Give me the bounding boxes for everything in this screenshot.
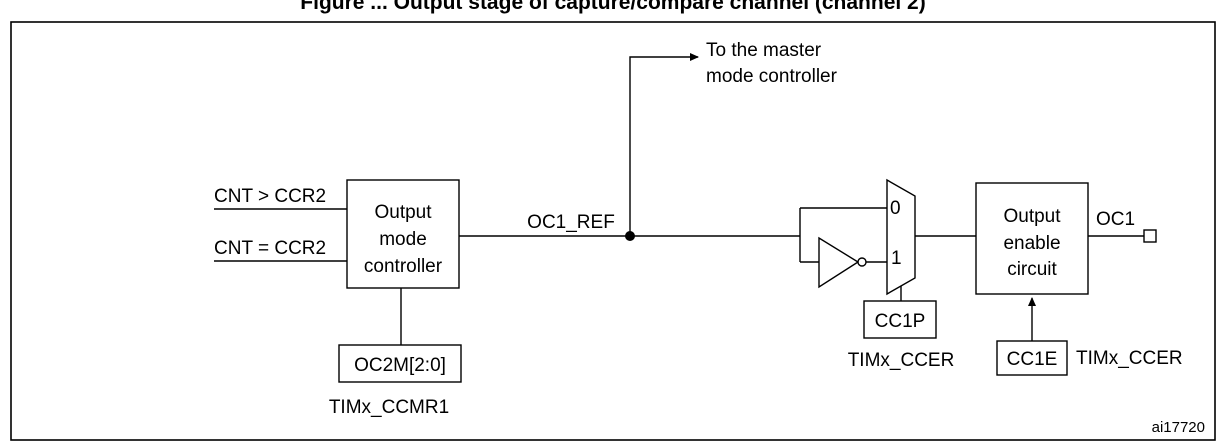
- oc2m-label: OC2M[2:0]: [354, 355, 446, 376]
- multiplexer: [886, 178, 916, 296]
- omc-line3: controller: [364, 256, 443, 277]
- oc2m-register: TIMx_CCMR1: [329, 397, 449, 418]
- cc1e-box: [996, 340, 1068, 376]
- omc-line1: Output: [374, 202, 432, 223]
- master-label-line2: mode controller: [706, 66, 838, 87]
- oec-line2: enable: [1003, 233, 1060, 254]
- master-branch-line: [629, 53, 699, 236]
- master-label-line1: To the master: [706, 40, 822, 61]
- mux-input-1: 1: [891, 248, 902, 269]
- cc1p-register: TIMx_CCER: [848, 350, 955, 371]
- cc1p-label: CC1P: [875, 311, 926, 332]
- oc1-ref-label: OC1_REF: [527, 212, 615, 233]
- oc1-pin: [1143, 229, 1157, 243]
- cc1p-box: [863, 300, 937, 339]
- oec-line1: Output: [1003, 206, 1061, 227]
- output-mode-controller-block: [346, 179, 460, 289]
- cc1e-register: TIMx_CCER: [1076, 348, 1183, 369]
- input-label-eq: CNT = CCR2: [214, 238, 326, 259]
- inverter-bubble: [857, 257, 867, 267]
- cc1e-label: CC1E: [1007, 349, 1058, 370]
- figure-title: Figure ... Output stage of capture/compa…: [300, 0, 925, 14]
- oc1-label: OC1: [1096, 209, 1135, 230]
- input-label-gt: CNT > CCR2: [214, 186, 326, 207]
- oc2m-box: [338, 344, 462, 383]
- output-enable-block: [975, 182, 1089, 295]
- mux-input-0: 0: [890, 198, 901, 219]
- omc-line2: mode: [379, 229, 427, 250]
- reference-code: ai17720: [1152, 419, 1205, 436]
- inverter-symbol: [818, 236, 860, 289]
- figure-frame: [10, 21, 1216, 441]
- oec-line3: circuit: [1007, 259, 1057, 280]
